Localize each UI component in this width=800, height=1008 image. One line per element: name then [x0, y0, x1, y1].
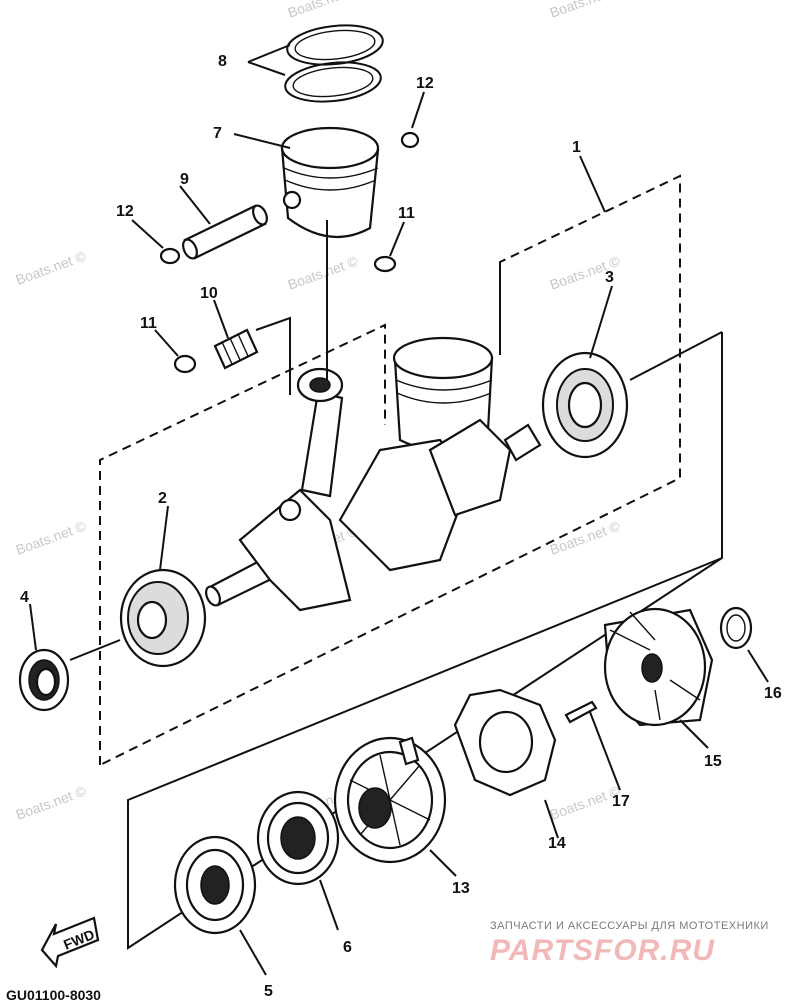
piston — [280, 126, 380, 239]
needle-bearing — [213, 328, 259, 370]
callout-6: 6 — [343, 939, 352, 956]
callout-12-left: 12 — [116, 203, 134, 220]
watermark: Boats.net © — [14, 247, 89, 287]
watermark: Boats.net © — [548, 517, 623, 557]
leader-lines — [29, 44, 769, 976]
callout-14: 14 — [548, 835, 566, 852]
oil-seal-right — [719, 606, 753, 650]
oil-seal-left — [18, 648, 70, 712]
piston-rings — [284, 24, 384, 103]
watermark: Boats.net © — [14, 517, 89, 557]
callout-labels: 1 2 3 4 5 6 7 8 9 10 11 11 12 12 13 14 1… — [20, 53, 782, 1000]
watermark: Boats.net © — [286, 0, 361, 21]
callout-13: 13 — [452, 880, 470, 897]
callout-5: 5 — [264, 983, 273, 1000]
main-bearing-left — [119, 568, 207, 668]
callout-15: 15 — [704, 753, 722, 770]
coupling-damper — [453, 688, 557, 797]
coupling-flange — [333, 736, 447, 864]
callout-10: 10 — [200, 285, 218, 302]
diagram-code: GU01100-8030 — [6, 987, 101, 1003]
callout-3: 3 — [605, 269, 614, 286]
washer-11-left — [173, 354, 197, 374]
callout-11-left: 11 — [140, 315, 157, 332]
circlip-12-left — [159, 247, 181, 265]
brand-logo: PARTSFOR.RU — [490, 934, 715, 967]
seal-6 — [256, 790, 340, 886]
callout-9: 9 — [180, 171, 189, 188]
callout-12-right: 12 — [416, 75, 434, 92]
circlip-12-right — [400, 131, 420, 149]
main-bearing-right — [541, 351, 629, 459]
piston-pin — [182, 204, 268, 260]
callout-11-right: 11 — [398, 205, 415, 222]
connecting-rod — [296, 367, 344, 498]
callout-4: 4 — [20, 589, 29, 606]
crankshaft — [205, 418, 542, 612]
callout-17: 17 — [612, 793, 630, 810]
callout-2: 2 — [158, 490, 167, 507]
washer-11-right — [373, 255, 397, 273]
callout-1: 1 — [572, 139, 581, 156]
watermark: Boats.net © — [548, 0, 623, 21]
callout-7: 7 — [213, 125, 222, 142]
coupling-housing — [603, 607, 714, 727]
callout-16: 16 — [764, 685, 782, 702]
crankcase-frame-outline — [127, 331, 723, 950]
callout-8: 8 — [218, 53, 227, 70]
forward-arrow-icon: FWD — [40, 916, 100, 969]
brand-tagline: ЗАПЧАСТИ И АКСЕССУАРЫ ДЛЯ МОТОТЕХНИКИ — [490, 920, 769, 932]
watermark: Boats.net © — [14, 782, 89, 822]
coupling-pin — [564, 700, 598, 724]
seal-5 — [173, 835, 257, 935]
watermark: Boats.net © — [286, 252, 361, 292]
